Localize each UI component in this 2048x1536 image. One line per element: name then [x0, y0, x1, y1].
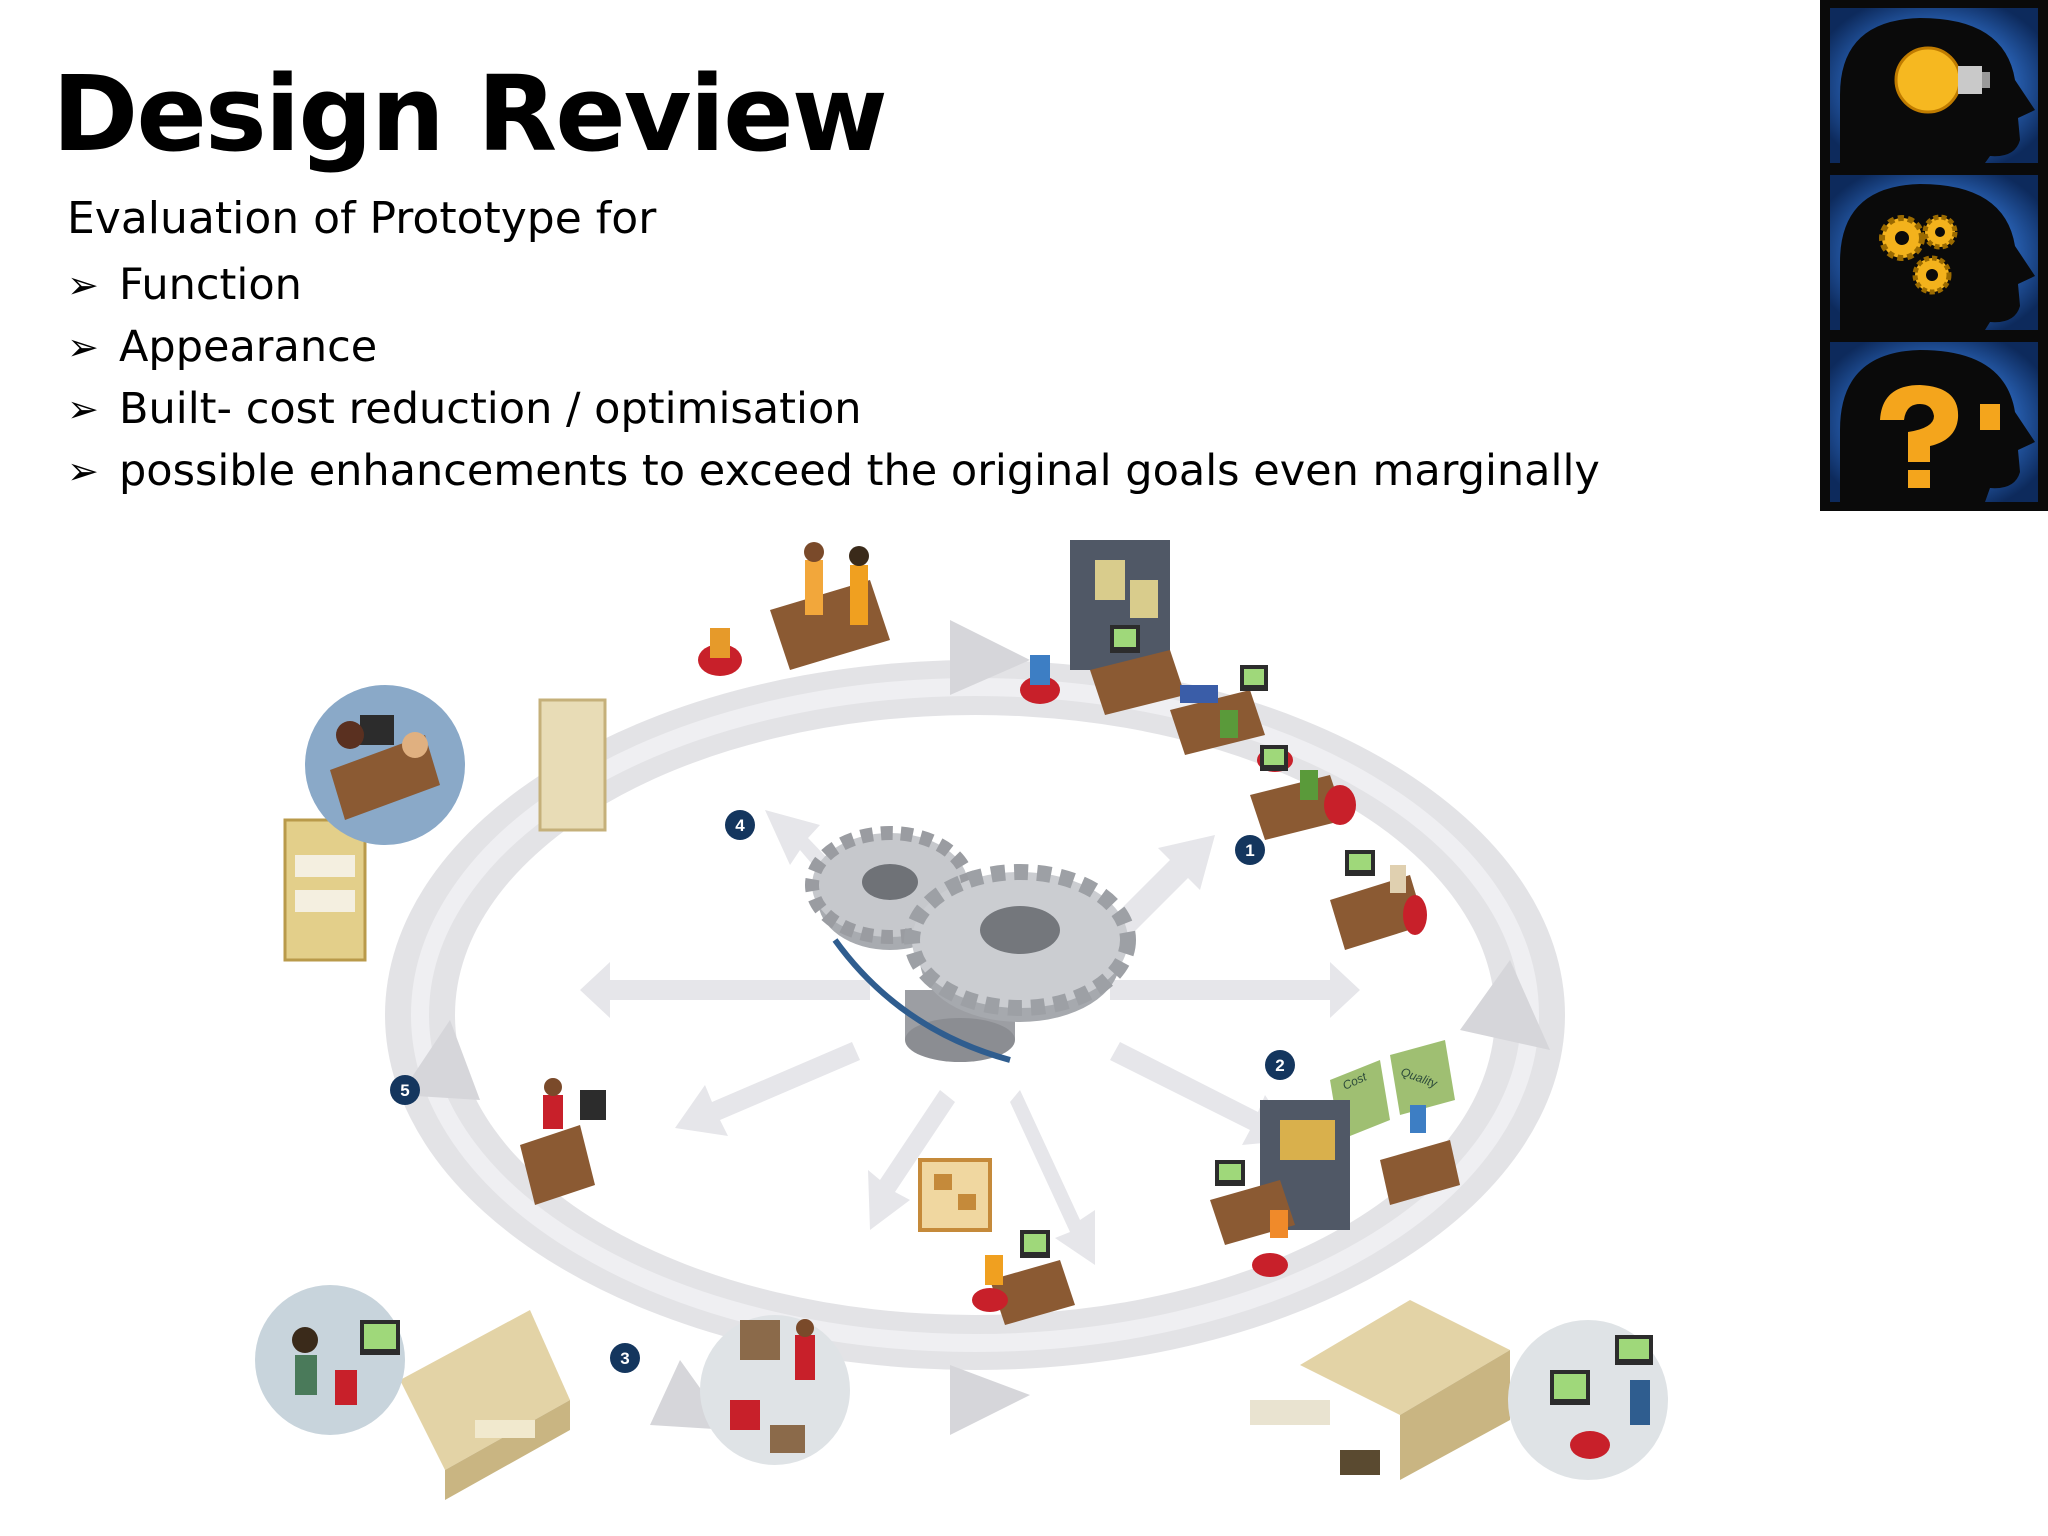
radial-arrow-down-right [1010, 1090, 1095, 1265]
workstation-top-right [1020, 540, 1185, 715]
bullet-text: Built- cost reduction / optimisation [119, 384, 862, 434]
vignette-upper-left [305, 685, 465, 845]
radial-arrow-down [868, 1090, 955, 1230]
bullet-item: ➢ Function [67, 254, 1600, 316]
factory-lower-right [1250, 1300, 1510, 1480]
vignette-bottom [700, 1315, 850, 1465]
step-badge-3: 3 [610, 1343, 640, 1373]
question-mark-icon [1830, 342, 2038, 502]
radial-arrow-lower-right [1110, 1042, 1295, 1145]
radial-arrow-left [580, 962, 870, 1018]
ring-arrow-bottom [950, 1365, 1030, 1435]
ring-arrow-left [400, 1020, 480, 1100]
bullet-item: ➢ Built- cost reduction / optimisation [67, 378, 1600, 440]
slide-title: Design Review [52, 53, 888, 175]
vignette-lower-right [1508, 1320, 1668, 1480]
workstation-right-2 [1250, 745, 1356, 840]
boxes-stack-upper-left [283, 698, 607, 962]
process-cycle-illustration: 4 1 2 5 3 [250, 520, 1700, 1520]
arrow-bullet-icon: ➢ [67, 387, 99, 431]
radial-arrow-lower-left [675, 1042, 860, 1136]
workstation-top [698, 542, 890, 676]
step-number: 3 [620, 1349, 629, 1368]
arrow-bullet-icon: ➢ [67, 449, 99, 493]
step-number: 5 [400, 1081, 409, 1100]
lightbulb-icon [1830, 8, 2038, 163]
step-number: 4 [735, 816, 745, 835]
bullet-item: ➢ possible enhancements to exceed the ori… [67, 440, 1600, 502]
workstation-right-3 [1330, 850, 1427, 950]
radial-arrow-upper-right [1110, 835, 1215, 938]
radial-arrow-right [1110, 962, 1360, 1018]
ring-arrow-right [1460, 960, 1550, 1050]
cycle-graphic: 4 1 2 5 3 [255, 540, 1668, 1500]
logo-panel [1820, 0, 2048, 511]
gears-icon [1830, 175, 2038, 330]
step-number: 1 [1245, 841, 1254, 860]
step-badge-4: 4 [725, 810, 755, 840]
step-badge-2: 2 [1265, 1050, 1295, 1080]
bullet-text: Function [119, 260, 302, 310]
bullet-text: possible enhancements to exceed the orig… [119, 446, 1600, 496]
ring-arrows [400, 620, 1550, 1435]
bullet-item: ➢ Appearance [67, 316, 1600, 378]
logo-graphic [1830, 8, 2038, 502]
arrow-bullet-icon: ➢ [67, 263, 99, 307]
arrow-bullet-icon: ➢ [67, 325, 99, 369]
intro-text: Evaluation of Prototype for [67, 193, 657, 244]
workstation-bottom [918, 1158, 1075, 1325]
bullet-text: Appearance [119, 322, 378, 372]
workstation-left [520, 1078, 606, 1205]
workstation-lower-right [1210, 1100, 1350, 1277]
step-badge-5: 5 [390, 1075, 420, 1105]
building-lower-left [400, 1310, 570, 1500]
vignette-lower-left [255, 1285, 405, 1435]
central-gears [805, 826, 1136, 1063]
bullet-list: ➢ Function ➢ Appearance ➢ Built- cost reduc… [67, 254, 1600, 502]
ring-arrow-top [950, 620, 1030, 695]
step-badge-1: 1 [1235, 835, 1265, 865]
step-number: 2 [1275, 1056, 1284, 1075]
